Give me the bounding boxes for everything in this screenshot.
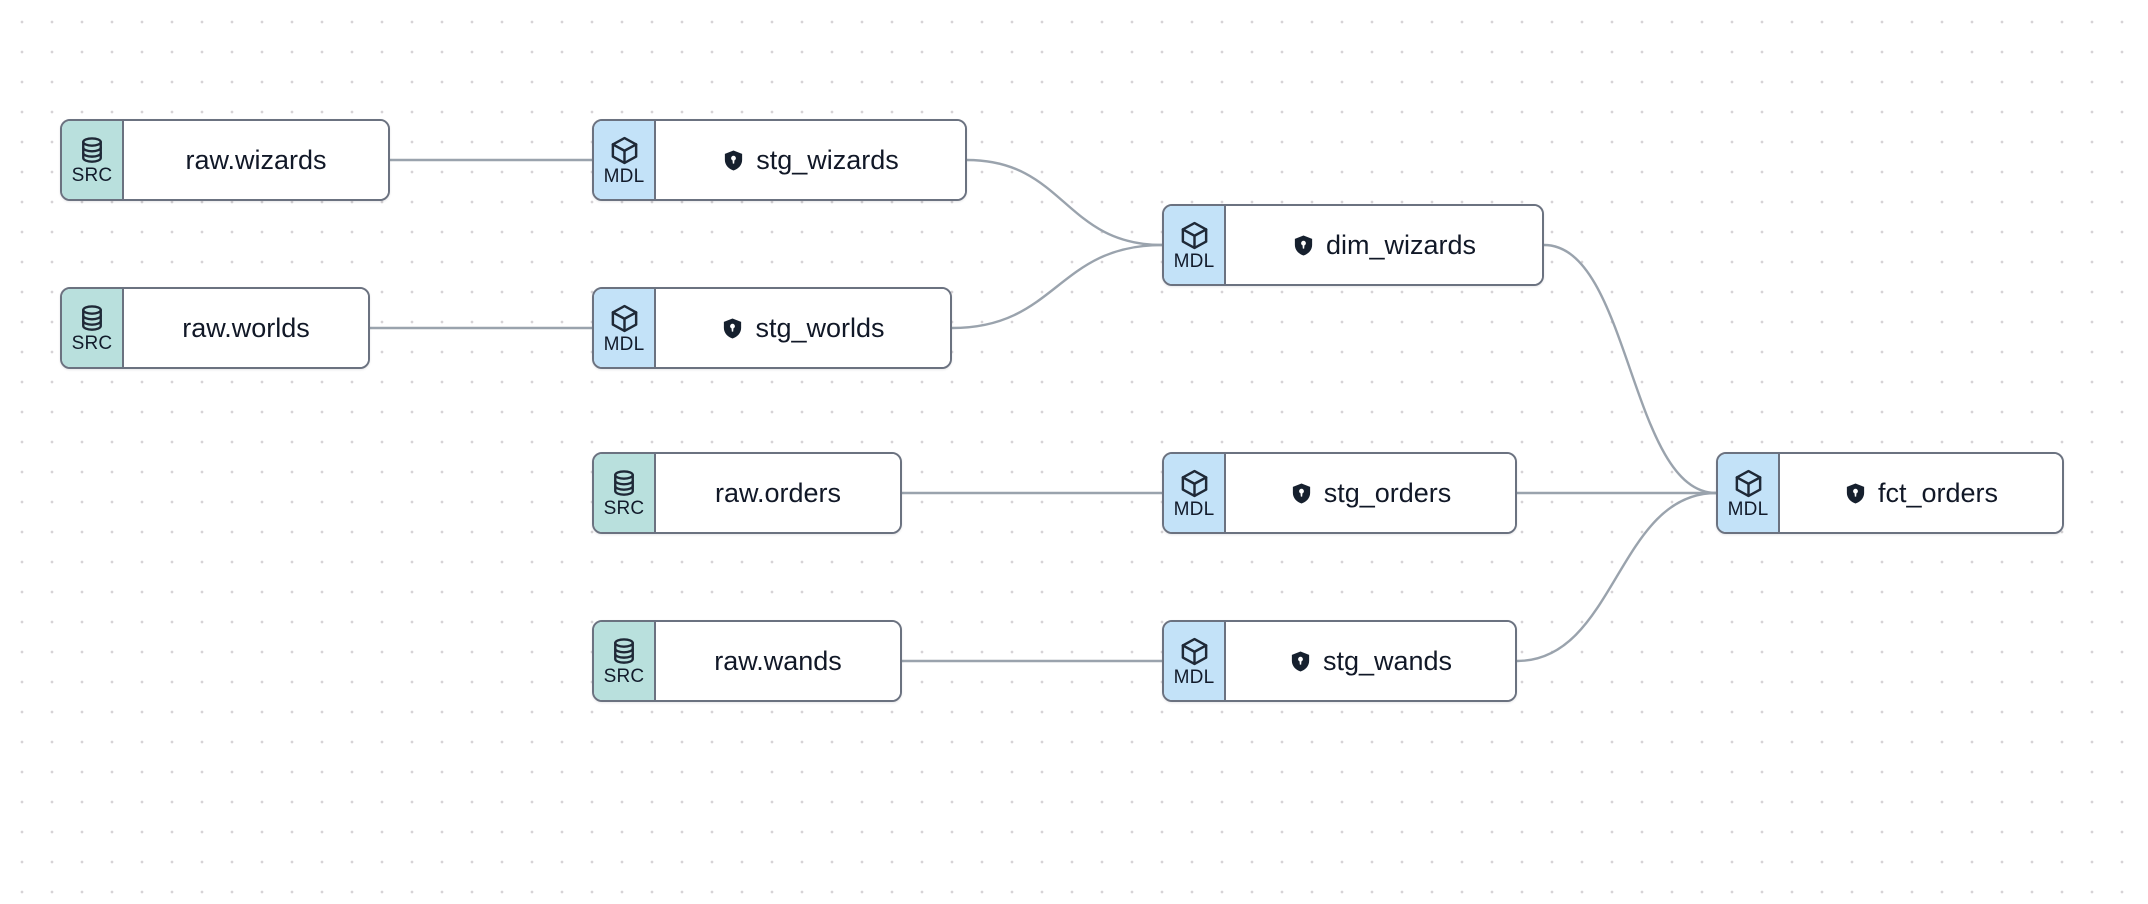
cube-icon [609, 135, 640, 166]
node-type-badge-raw_wands: SRC [594, 622, 656, 700]
database-icon [77, 303, 107, 333]
node-label: raw.orders [714, 477, 842, 508]
node-label: fct_orders [1877, 477, 1999, 508]
node-type-badge-dim_wizards: MDL [1164, 206, 1226, 284]
shield-lock-icon [721, 317, 744, 340]
edge-stg_wizards-to-dim_wizards [965, 158, 1164, 247]
node-label: stg_wands [1322, 645, 1453, 676]
node-body-stg_wizards: stg_wizards [656, 121, 965, 199]
cube-icon [1733, 468, 1764, 499]
lineage-node-stg_wizards[interactable]: MDL stg_wizards [592, 119, 967, 201]
lineage-node-stg_orders[interactable]: MDL stg_orders [1162, 452, 1517, 534]
node-type-label: MDL [1173, 498, 1215, 520]
cube-icon [1179, 636, 1210, 667]
node-type-badge-raw_orders: SRC [594, 454, 656, 532]
node-body-stg_wands: stg_wands [1226, 622, 1515, 700]
node-body-raw_orders: raw.orders [656, 454, 900, 532]
shield-lock-icon [722, 149, 745, 172]
shield-lock-icon [1289, 650, 1312, 673]
shield-lock-icon [1844, 482, 1867, 505]
edge-stg_wands-to-fct_orders [1515, 491, 1718, 663]
node-type-label: MDL [603, 333, 645, 355]
database-icon [609, 468, 639, 498]
lineage-node-fct_orders[interactable]: MDL fct_orders [1716, 452, 2064, 534]
edge-stg_worlds-to-dim_wizards [950, 243, 1164, 330]
node-label: stg_orders [1323, 477, 1452, 508]
node-label: raw.worlds [182, 312, 310, 343]
node-body-raw_wizards: raw.wizards [124, 121, 388, 199]
node-label: stg_worlds [755, 312, 885, 343]
node-type-label: MDL [1173, 666, 1215, 688]
node-type-label: MDL [1727, 498, 1769, 520]
database-icon [609, 636, 639, 666]
node-body-stg_orders: stg_orders [1226, 454, 1515, 532]
lineage-node-raw_wands[interactable]: SRC raw.wands [592, 620, 902, 702]
lineage-node-raw_wizards[interactable]: SRC raw.wizards [60, 119, 390, 201]
cube-icon [1179, 220, 1210, 251]
node-type-label: SRC [71, 165, 113, 186]
node-type-badge-stg_orders: MDL [1164, 454, 1226, 532]
node-type-label: SRC [603, 498, 645, 519]
node-type-badge-stg_wizards: MDL [594, 121, 656, 199]
cube-icon [609, 303, 640, 334]
shield-lock-icon [1290, 482, 1313, 505]
node-type-label: MDL [1173, 250, 1215, 272]
node-type-badge-fct_orders: MDL [1718, 454, 1780, 532]
node-body-dim_wizards: dim_wizards [1226, 206, 1542, 284]
node-type-label: SRC [71, 333, 113, 354]
node-body-fct_orders: fct_orders [1780, 454, 2062, 532]
database-icon [77, 135, 107, 165]
lineage-node-raw_worlds[interactable]: SRC raw.worlds [60, 287, 370, 369]
node-body-raw_wands: raw.wands [656, 622, 900, 700]
node-type-badge-stg_wands: MDL [1164, 622, 1226, 700]
node-body-stg_worlds: stg_worlds [656, 289, 950, 367]
node-type-badge-stg_worlds: MDL [594, 289, 656, 367]
shield-lock-icon [1292, 234, 1315, 257]
node-label: stg_wizards [756, 144, 899, 175]
node-body-raw_worlds: raw.worlds [124, 289, 368, 367]
lineage-node-stg_worlds[interactable]: MDL stg_worlds [592, 287, 952, 369]
edge-dim_wizards-to-fct_orders [1542, 243, 1718, 495]
node-type-badge-raw_worlds: SRC [62, 289, 124, 367]
node-type-label: MDL [603, 165, 645, 187]
lineage-node-raw_orders[interactable]: SRC raw.orders [592, 452, 902, 534]
node-label: dim_wizards [1325, 229, 1477, 260]
node-label: raw.wands [714, 645, 842, 676]
lineage-node-dim_wizards[interactable]: MDL dim_wizards [1162, 204, 1544, 286]
node-type-label: SRC [603, 666, 645, 687]
node-label: raw.wizards [185, 144, 327, 175]
node-type-badge-raw_wizards: SRC [62, 121, 124, 199]
cube-icon [1179, 468, 1210, 499]
lineage-node-stg_wands[interactable]: MDL stg_wands [1162, 620, 1517, 702]
